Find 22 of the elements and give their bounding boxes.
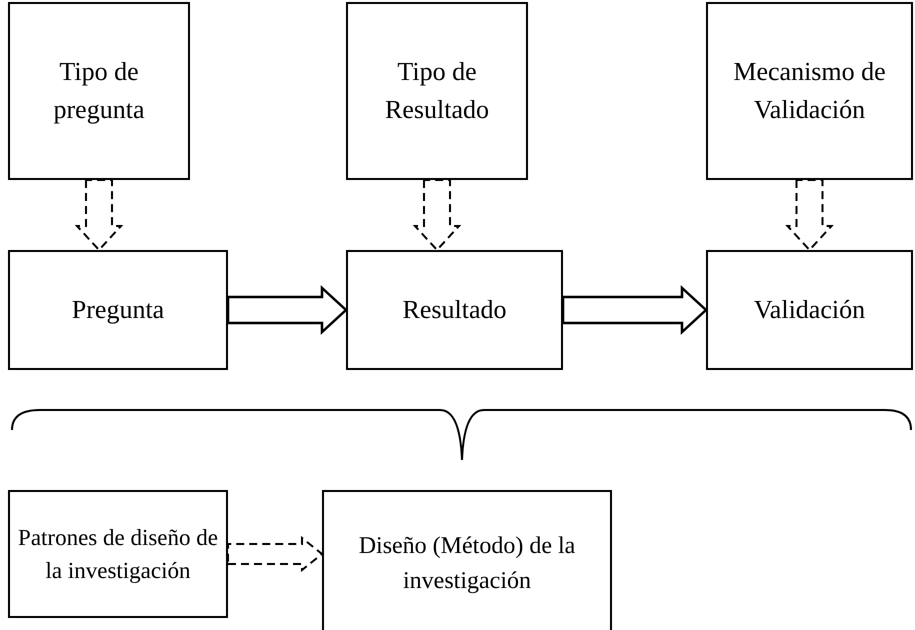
process-box: [346, 2, 528, 180]
process-box: [8, 250, 228, 370]
hollow-arrow: [562, 285, 708, 335]
box-label: Pregunta: [72, 294, 164, 326]
process-box: [8, 490, 228, 618]
process-box: [346, 250, 563, 370]
process-box: [322, 490, 612, 630]
box-label: Resultado: [402, 294, 506, 326]
hollow-arrow: [785, 179, 834, 252]
hollow-arrow: [226, 285, 348, 335]
box-label: Tipo de Resultado: [384, 56, 490, 126]
hollow-arrow: [74, 179, 124, 252]
process-box: [706, 250, 913, 370]
box-label: Patrones de diseño de la investigación: [18, 524, 218, 585]
box-label: Mecanismo de Validación: [732, 56, 887, 126]
box-label: Tipo de pregunta: [52, 56, 146, 126]
hollow-arrow: [227, 536, 324, 572]
box-label: Diseño (Método) de la investigación: [358, 532, 576, 596]
hollow-arrow: [412, 179, 462, 252]
process-box: [706, 2, 913, 180]
process-box: [8, 2, 190, 180]
box-label: Validación: [754, 294, 866, 326]
